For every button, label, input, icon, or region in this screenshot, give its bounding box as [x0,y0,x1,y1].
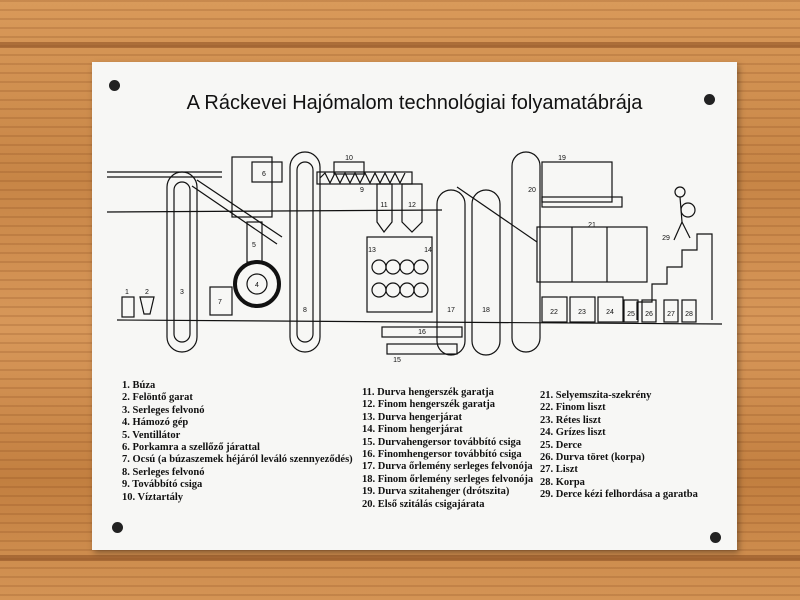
sack-24 [597,296,624,323]
pin-icon [710,532,721,543]
diagram-label: 23 [578,309,586,316]
sack-27 [663,299,679,323]
diagram-label: 1 [125,289,129,296]
elevator-8 [289,151,321,353]
legend-item: 2. Felöntő garat [122,392,193,404]
sack-28 [681,299,697,323]
legend-item: 13. Durva hengerjárat [362,411,463,423]
elevator-17 [436,189,466,356]
legend-item: 24. Grízes liszt [540,427,606,439]
diagram-label: 15 [393,357,401,364]
legend-item: 23. Rétes liszt [540,414,601,426]
legend-item: 4. Hámozó gép [122,417,189,429]
water-tank-10 [333,161,365,175]
screw-15 [386,343,458,355]
roller-mills [366,236,433,313]
lower-floor-line [116,319,723,325]
hopper-2 [139,296,155,315]
legend-item: 9. Továbbító csiga [122,479,203,491]
legend-item: 11. Durva hengerszék garatja [362,387,494,398]
staircase [636,233,713,320]
diagram-label: 3 [180,289,184,296]
diagram-label: 14 [424,247,432,254]
diagram-label: 11 [380,202,387,209]
diagram-label: 13 [368,247,376,254]
legend-item: 29. Derce kézi felhordása a garatba [540,489,698,501]
wheat-1 [121,296,135,318]
ventilator-5 [246,221,263,263]
diagram-label: 8 [303,307,307,314]
legend-item: 19. Durva szitahenger (drótszita) [362,486,510,498]
diagram-label: 20 [528,187,536,194]
upper-floor-line [106,209,443,213]
legend-item: 7. Ocsú (a búzaszemek héjáról leváló sze… [122,454,353,466]
diagram-label: 4 [255,282,259,289]
silk-sieve-21 [541,161,613,203]
legend-item: 26. Durva töret (korpa) [540,452,645,464]
hopper-12 [401,183,423,233]
diagram-label: 19 [558,155,566,162]
diagram-label: 17 [447,307,455,314]
legend-item: 16. Finomhengersor továbbító csiga [362,449,522,461]
legend-column-3: 21. Selyemszita-szekrény 22. Finom liszt… [540,390,698,502]
legend-item: 27. Liszt [540,464,578,476]
legend-item: 12. Finom hengerszék garatja [362,399,495,411]
diagram-label: 2 [145,289,149,296]
worker-29 [674,186,686,198]
legend-item: 22. Finom liszt [540,402,606,414]
diagram-label: 6 [262,171,266,178]
sieve-cabinet [536,226,648,283]
legend-column-1: 1. Búza 2. Felöntő garat 3. Serleges fel… [122,380,353,504]
legend-item: 18. Finom őrlemény serleges felvonója [362,473,534,485]
legend-item: 10. Víztartály [122,491,184,503]
sack-26 [641,299,657,323]
pin-icon [112,522,123,533]
legend-item: 21. Selyemszita-szekrény [540,390,652,401]
diagram-label: 25 [627,311,635,318]
diagram-label: 24 [606,309,614,316]
dust-chamber-6 [231,156,273,218]
legend-item: 14. Finom hengerjárat [362,424,463,436]
diagram-label: 10 [345,155,353,162]
diagram-label: 26 [645,311,653,318]
elevator-3 [166,171,198,353]
legend-item: 1. Búza [122,380,156,391]
legend-item: 28. Korpa [540,476,585,488]
diagram-label: 12 [408,202,416,209]
legend-item: 6. Porkamra a szellőző járattal [122,442,260,454]
legend-item: 5. Ventillátor [122,429,181,441]
legend-item: 17. Durva őrlemény serleges felvonója [362,461,533,473]
legend-item: 15. Durvahengersor továbbító csiga [362,436,522,448]
pin-icon [109,80,120,91]
hopper-11 [376,183,393,234]
legend-item: 8. Serleges felvonó [122,466,205,478]
screw-16 [381,326,463,338]
legend-item: 25. Derce [540,439,582,451]
process-diagram: 1 2 3 4 5 6 7 8 9 10 11 12 13 14 15 16 1… [106,151,723,364]
diagram-label: 7 [218,299,222,306]
elevator-18 [471,189,501,356]
diagram-label: 18 [482,307,490,314]
sack-22 [541,296,568,323]
diagram-label: 5 [252,242,256,249]
poster-sheet: A Ráckevei Hajómalom technológiai folyam… [92,62,737,550]
drum-sieve-19 [511,151,541,353]
diagram-label: 21 [588,222,596,229]
diagram-label: 28 [685,311,693,318]
diagram-label: 29 [662,235,670,242]
pin-icon [704,94,715,105]
diagram-label: 9 [360,187,364,194]
poster-title: A Ráckevei Hajómalom technológiai folyam… [186,92,643,114]
sack-23 [569,296,596,323]
wood-plank-seam [0,555,800,561]
sack-25 [623,299,639,323]
wood-plank-seam [0,42,800,48]
diagram-label: 16 [418,329,426,336]
diagram-label: 22 [550,309,558,316]
legend-item: 3. Serleges felvonó [122,404,205,416]
legend-column-2: 11. Durva hengerszék garatja 12. Finom h… [362,387,533,511]
ocsu-7 [209,286,233,316]
legend-item: 20. Első szitálás csigajárata [362,498,485,510]
diagram-label: 27 [667,311,675,318]
